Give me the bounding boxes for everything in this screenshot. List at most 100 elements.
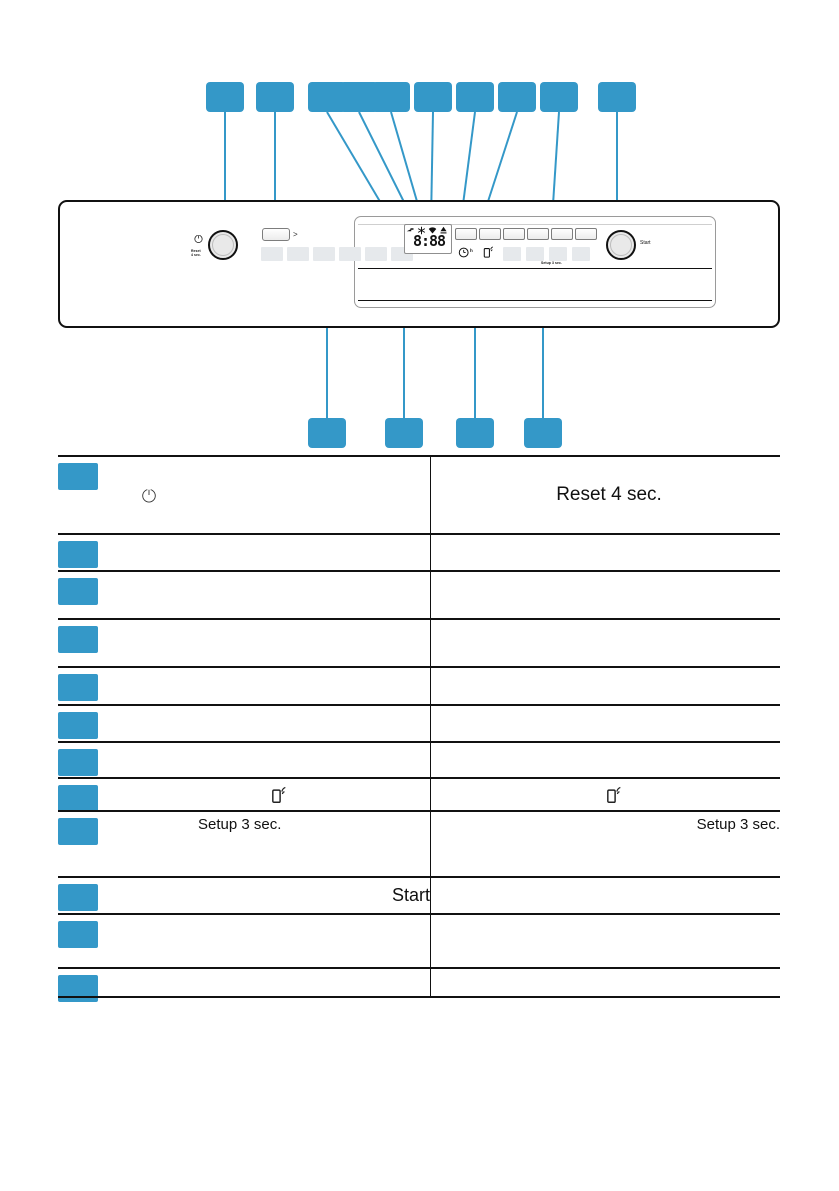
legend-row <box>58 533 780 570</box>
program-indicator-block <box>261 247 283 261</box>
legend-cell-right: Setup 3 sec. <box>438 812 828 880</box>
legend-row <box>58 777 780 812</box>
legend-column-divider <box>430 969 431 996</box>
legend-row <box>58 666 780 704</box>
tap-water-icon <box>406 228 414 232</box>
power-knob[interactable] <box>208 230 238 260</box>
callout-badge-bottom-15[interactable] <box>524 418 562 448</box>
setup-sublabel: Setup 3 sec. <box>541 261 562 265</box>
legend-column-divider <box>430 620 431 666</box>
option-indicator-block <box>572 247 590 261</box>
legend-number-badge[interactable] <box>58 921 98 948</box>
legend-text: Reset 4 sec. <box>556 484 662 505</box>
legend-column-divider <box>430 706 431 741</box>
callout-badge-top-7[interactable] <box>456 82 494 112</box>
option-button[interactable] <box>479 228 501 240</box>
legend-cell-left: Setup 3 sec. <box>118 812 510 880</box>
legend-cell-right <box>438 878 780 913</box>
legend-column-divider <box>430 457 431 533</box>
legend-cell-right <box>438 969 780 996</box>
delay-timer-hours-label: h <box>470 248 473 253</box>
legend-cell-left <box>118 743 430 777</box>
display-digits: 8:88 <box>412 232 446 250</box>
program-indicator-block <box>339 247 361 261</box>
legend-row: Reset 4 sec. <box>58 455 780 533</box>
legend-table: Reset 4 sec. <box>58 455 780 1002</box>
legend-number-badge[interactable] <box>58 884 98 911</box>
legend-column-divider <box>430 779 431 810</box>
legend-number-badge[interactable] <box>58 463 98 490</box>
callout-badge-bottom-14[interactable] <box>456 418 494 448</box>
wifi-icon <box>428 227 437 234</box>
program-indicator-block <box>287 247 309 261</box>
legend-cell-right: Reset 4 sec. <box>438 457 780 533</box>
legend-cell-left <box>118 535 430 570</box>
legend-cell-left <box>118 915 430 967</box>
program-indicator-block <box>313 247 335 261</box>
callout-badge-bottom-13[interactable] <box>385 418 423 448</box>
legend-column-divider <box>430 743 431 777</box>
legend-cell-right <box>438 743 780 777</box>
option-button[interactable] <box>575 228 597 240</box>
power-reset-sublabel: Reset 4 sec. <box>191 249 202 258</box>
legend-number-badge[interactable] <box>58 674 98 701</box>
legend-number-badge[interactable] <box>58 578 98 605</box>
legend-cell-left <box>118 969 430 996</box>
option-indicator-block <box>503 247 521 261</box>
start-knob[interactable] <box>606 230 636 260</box>
legend-row <box>58 704 780 741</box>
program-select-button[interactable] <box>262 228 290 241</box>
legend-row: Setup 3 sec. Setup 3 sec. <box>58 810 780 876</box>
legend-row <box>58 570 780 618</box>
legend-number-badge[interactable] <box>58 818 98 845</box>
legend-row <box>58 967 780 1002</box>
remote-start-icon <box>606 786 621 803</box>
legend-cell-right <box>438 779 780 810</box>
option-button[interactable] <box>503 228 525 240</box>
legend-cell-left <box>118 668 430 704</box>
legend-cell-left: Start <box>118 878 508 913</box>
power-icon <box>142 487 156 503</box>
legend-cell-left <box>118 620 430 666</box>
legend-text: Setup 3 sec. <box>696 816 780 833</box>
fascia-separator-1 <box>358 224 712 225</box>
fascia-separator-3 <box>358 300 712 301</box>
legend-row <box>58 618 780 666</box>
callout-badge-bottom-12[interactable] <box>308 418 346 448</box>
delay-timer-icon <box>458 247 469 258</box>
option-button[interactable] <box>527 228 549 240</box>
legend-number-badge[interactable] <box>58 749 98 776</box>
callout-badge-top-5[interactable] <box>372 82 410 112</box>
callout-badge-top-6[interactable] <box>414 82 452 112</box>
legend-column-divider <box>430 668 431 704</box>
legend-cell-left <box>118 706 430 741</box>
legend-cell-right <box>438 620 780 666</box>
remote-start-icon <box>483 246 494 258</box>
legend-number-badge[interactable] <box>58 712 98 739</box>
option-indicator-block <box>526 247 544 261</box>
legend-column-divider <box>430 572 431 618</box>
callout-badge-top-8[interactable] <box>498 82 536 112</box>
callout-badge-top-10[interactable] <box>598 82 636 112</box>
chevron-right-icon: > <box>293 230 298 239</box>
legend-cell-right <box>438 915 780 967</box>
callout-badge-top-3[interactable] <box>308 82 346 112</box>
callout-badge-top-1[interactable] <box>206 82 244 112</box>
legend-column-divider <box>430 915 431 967</box>
option-button[interactable] <box>551 228 573 240</box>
legend-number-badge[interactable] <box>58 626 98 653</box>
legend-row: Start <box>58 876 780 913</box>
legend-cell-left <box>118 779 430 810</box>
legend-number-badge[interactable] <box>58 785 98 812</box>
start-knob-label: Start <box>640 240 651 246</box>
legend-column-divider <box>430 535 431 570</box>
callout-badge-top-2[interactable] <box>256 82 294 112</box>
legend-cell-right <box>438 572 780 618</box>
fascia-separator-2 <box>358 268 712 269</box>
legend-number-badge[interactable] <box>58 541 98 568</box>
legend-row <box>58 913 780 967</box>
callout-badge-top-9[interactable] <box>540 82 578 112</box>
callout-badge-top-4[interactable] <box>340 82 378 112</box>
option-button[interactable] <box>455 228 477 240</box>
